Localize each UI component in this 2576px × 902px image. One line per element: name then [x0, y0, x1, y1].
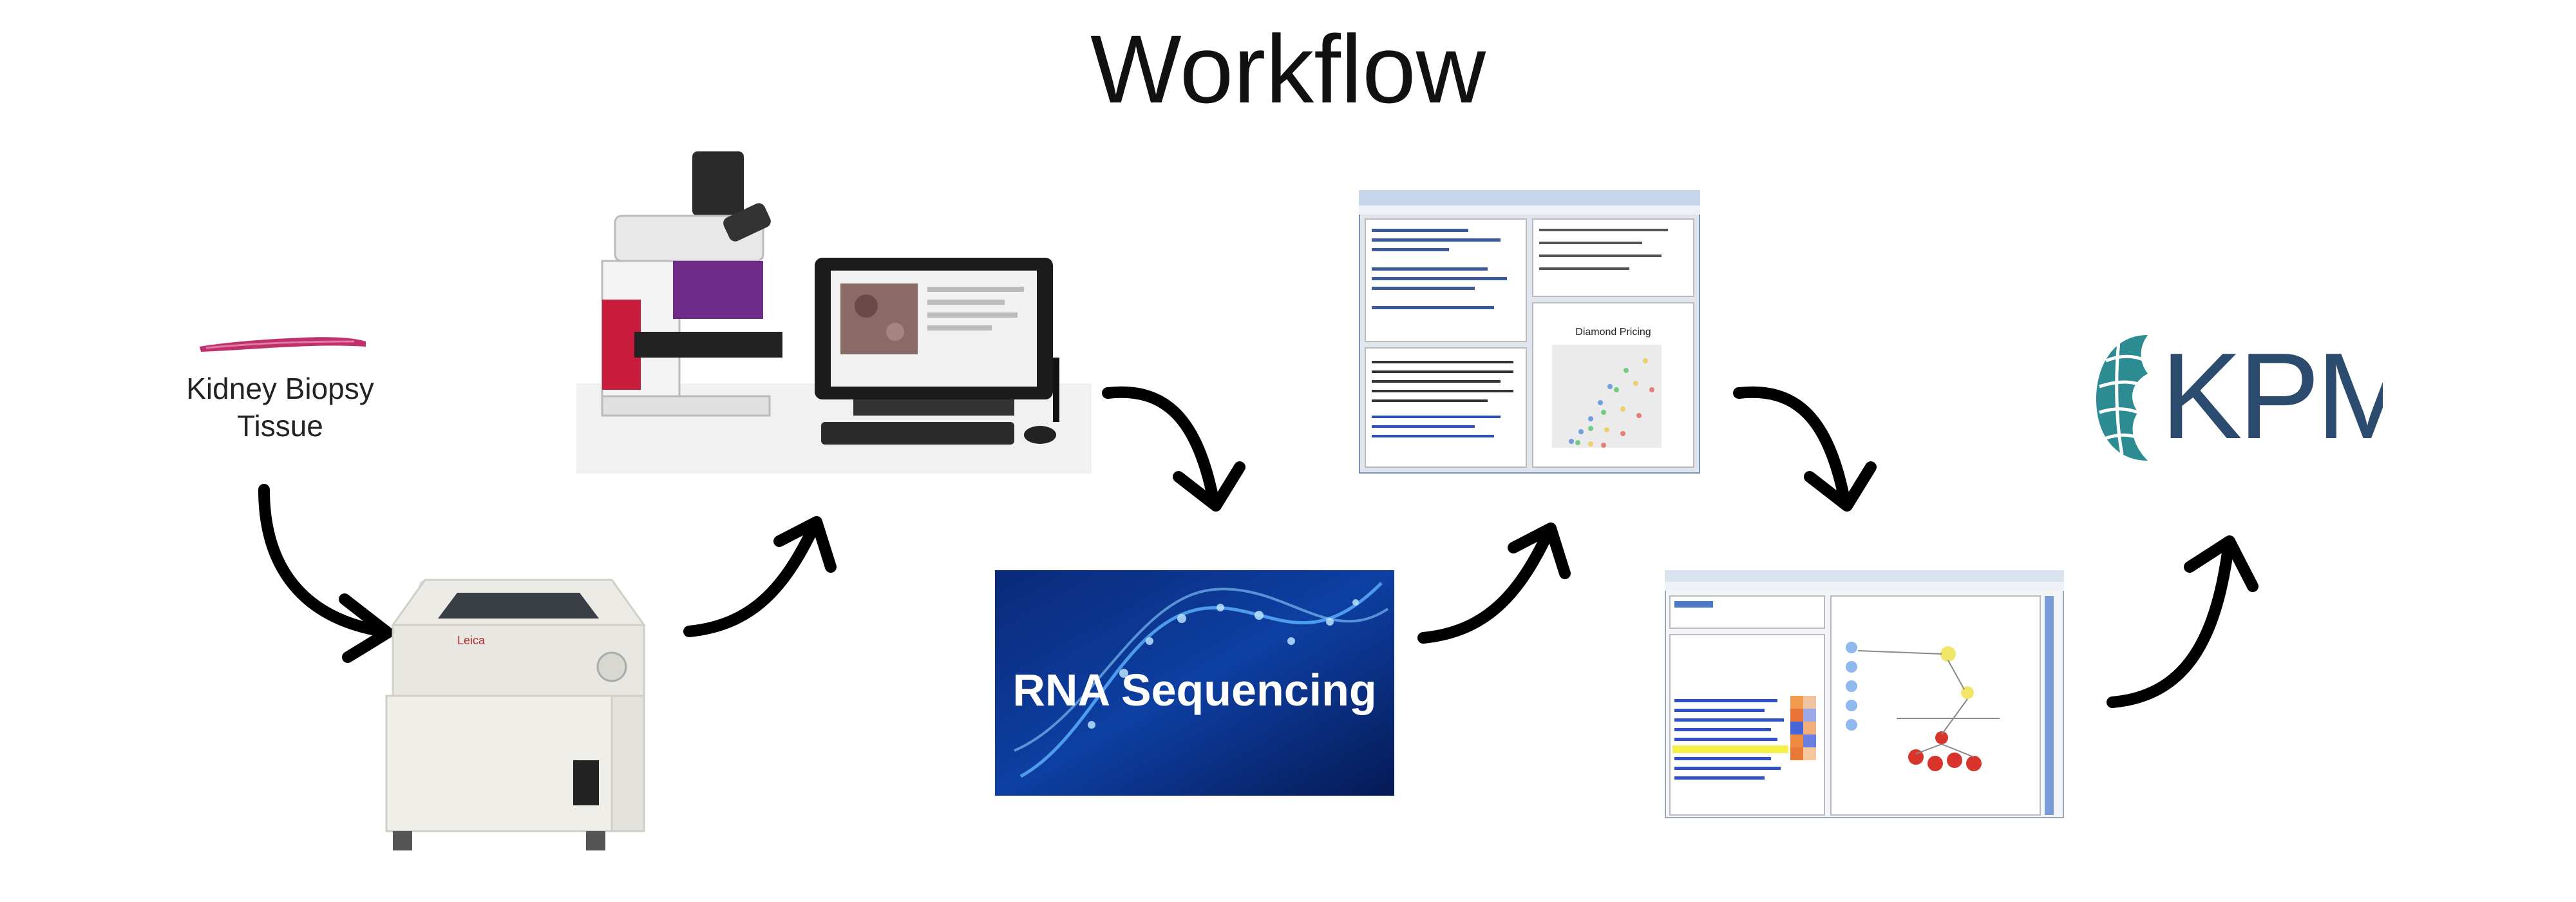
kidney-tissue-image — [200, 337, 366, 352]
svg-text:Leica: Leica — [457, 634, 486, 647]
kidney-tissue-label-line2: Tissue — [237, 408, 323, 443]
cryostat-image: Leica — [385, 579, 646, 850]
diagram-title: Workflow — [1090, 15, 1486, 123]
microscope-workstation-image — [576, 151, 1092, 474]
flow-arrow-5 — [1733, 386, 1877, 512]
flow-arrow-3 — [1102, 386, 1245, 512]
rna-sequencing-label: RNA Sequencing — [1012, 665, 1376, 715]
plot-window-title: Diamond Pricing — [1575, 327, 1651, 338]
flow-arrow-4 — [1417, 523, 1571, 644]
statistics-software-window: Diamond Pricing — [1359, 190, 1700, 474]
kpmp-logo-text: KPMP — [2161, 328, 2383, 465]
pathway-analysis-window — [1665, 570, 2064, 818]
rna-sequencing-image: RNA Sequencing — [995, 570, 1394, 796]
flow-arrow-1 — [258, 484, 393, 663]
kidney-tissue-label-line1: Kidney Biopsy — [186, 372, 374, 405]
kpmp-kidney-icon — [2096, 335, 2148, 461]
flow-arrow-2 — [683, 516, 837, 637]
flow-arrow-6 — [2107, 535, 2259, 708]
kidney-tissue-label: Kidney Biopsy Tissue — [161, 370, 399, 445]
kpmp-logo: KPMP — [2096, 328, 2383, 465]
